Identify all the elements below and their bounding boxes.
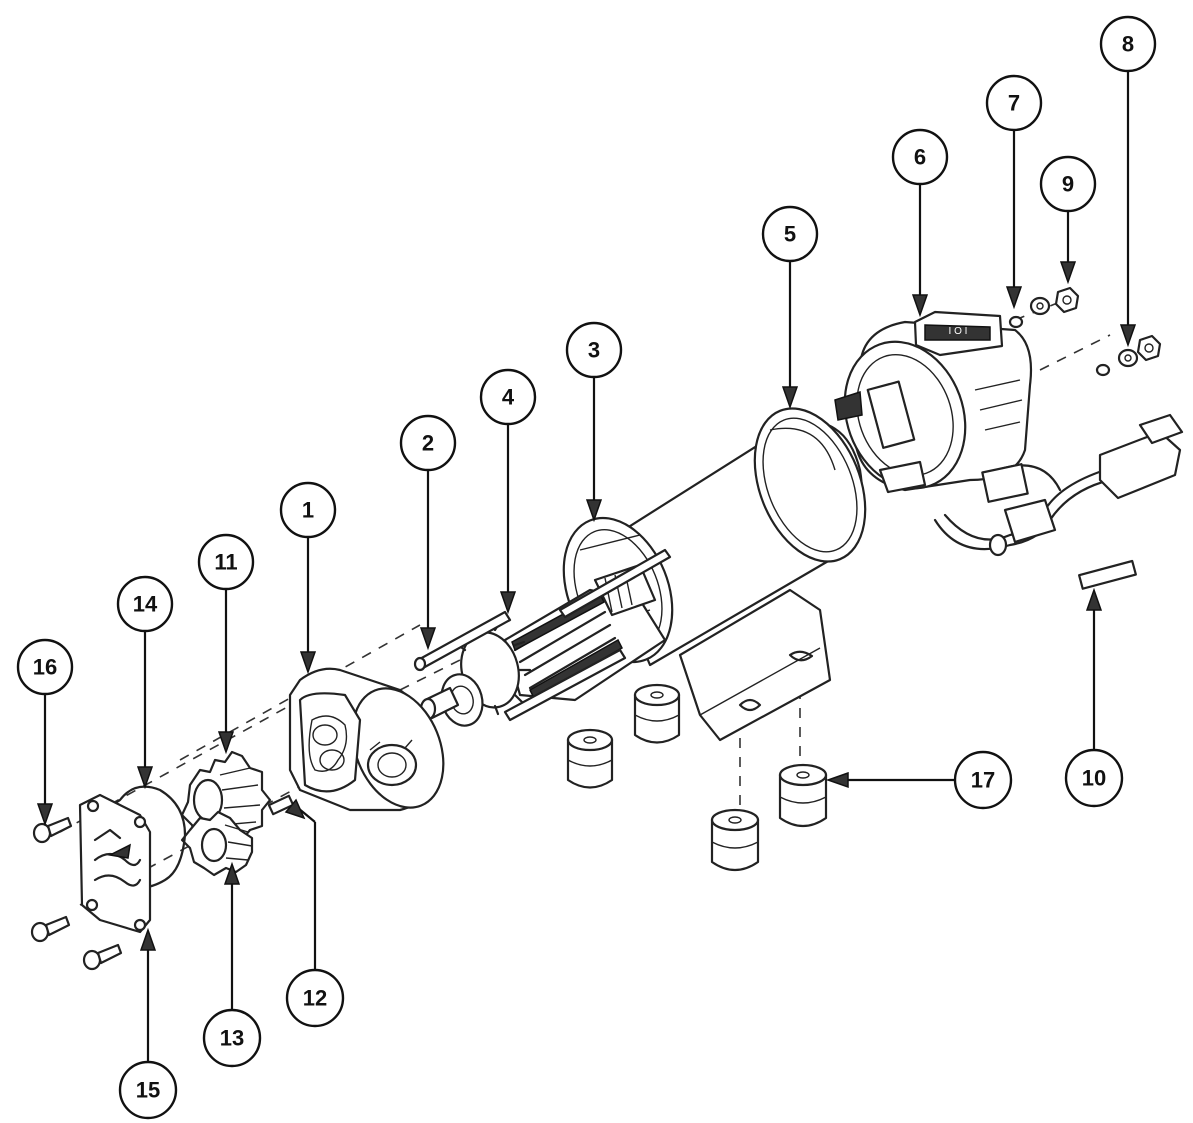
- callout-13: 13: [202, 1008, 262, 1068]
- svg-text:11: 11: [214, 550, 237, 575]
- svg-text:7: 7: [1008, 91, 1020, 116]
- callout-12: 12: [285, 968, 345, 1028]
- callout-17: 17: [953, 750, 1013, 810]
- svg-text:13: 13: [220, 1026, 244, 1051]
- cover-screws: [30, 816, 123, 971]
- washers-and-nuts: [1008, 286, 1162, 377]
- callout-14: 14: [116, 575, 174, 633]
- callout-1: 1: [279, 481, 337, 539]
- callout-15: 15: [118, 1060, 178, 1120]
- callout-8: 8: [1099, 15, 1157, 73]
- leader-lines: [36, 72, 1137, 1062]
- rubber-feet: [566, 683, 828, 872]
- svg-text:17: 17: [971, 768, 995, 793]
- rubber-foot: [778, 763, 828, 828]
- switch-label: I O I: [949, 326, 968, 337]
- key-pin: [267, 794, 295, 816]
- svg-text:8: 8: [1122, 32, 1134, 57]
- svg-text:2: 2: [422, 431, 434, 456]
- svg-text:14: 14: [133, 592, 158, 617]
- svg-text:12: 12: [303, 986, 327, 1011]
- svg-text:6: 6: [914, 145, 926, 170]
- end-cap-with-switch: I O I: [834, 310, 1033, 494]
- rubber-foot: [710, 808, 760, 872]
- callout-2: 2: [399, 414, 457, 472]
- wiring-harness-and-fuse: [933, 413, 1184, 590]
- svg-text:1: 1: [302, 498, 314, 523]
- tie-rods: [413, 548, 672, 722]
- pump-body: [288, 667, 445, 812]
- svg-text:4: 4: [502, 385, 515, 410]
- rubber-foot: [566, 728, 614, 789]
- idler-gear: [180, 810, 254, 877]
- callout-7: 7: [985, 74, 1043, 132]
- callout-9: 9: [1039, 155, 1097, 213]
- rubber-foot: [633, 683, 681, 744]
- svg-text:16: 16: [33, 655, 57, 680]
- callout-3: 3: [565, 321, 623, 379]
- callout-16: 16: [16, 638, 74, 696]
- svg-text:5: 5: [784, 222, 796, 247]
- svg-text:15: 15: [136, 1078, 160, 1103]
- cover-plate: [78, 793, 152, 934]
- callout-10: 10: [1064, 748, 1124, 808]
- svg-text:9: 9: [1062, 172, 1074, 197]
- callout-6: 6: [891, 128, 949, 186]
- callout-4: 4: [479, 368, 537, 426]
- svg-text:3: 3: [588, 338, 600, 363]
- callout-markers: 1 2 3 4 5 6 7 8 9 10 11 12 13 14 15 16 1…: [16, 15, 1157, 1120]
- svg-text:10: 10: [1082, 766, 1106, 791]
- callout-5: 5: [761, 205, 819, 263]
- callout-11: 11: [197, 533, 255, 591]
